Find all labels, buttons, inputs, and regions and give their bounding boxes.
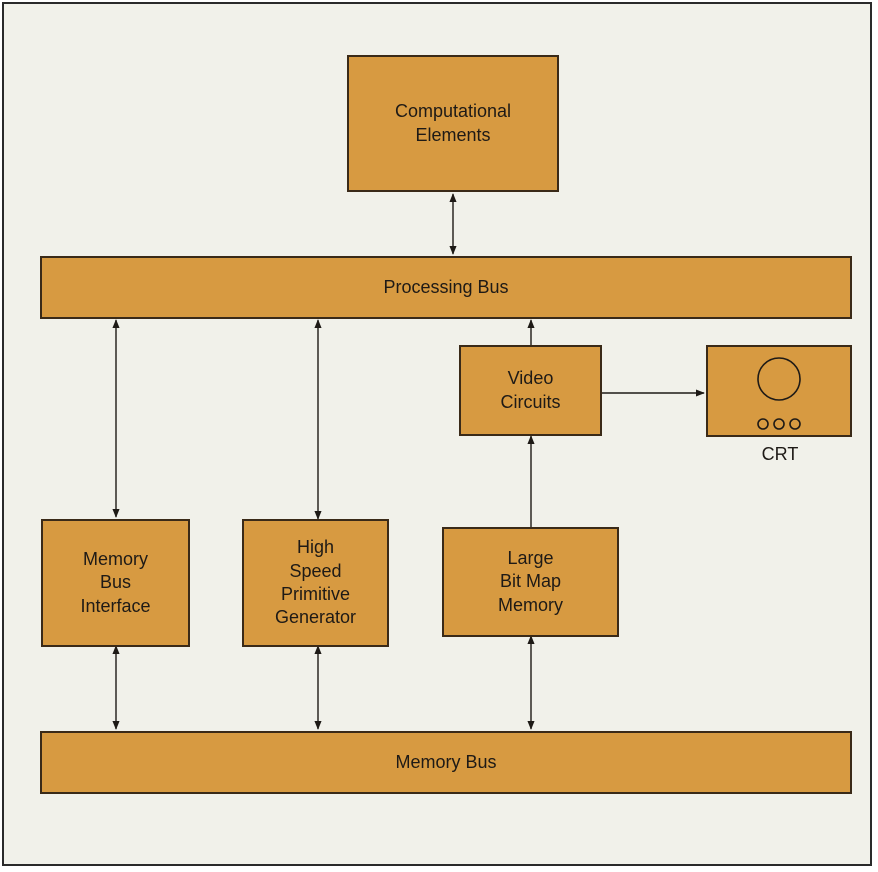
video-circuits-block: Video Circuits [459, 345, 602, 436]
primitive-generator-block: High Speed Primitive Generator [242, 519, 389, 647]
connection-lines [112, 193, 705, 730]
processing-bus-block: Processing Bus [40, 256, 852, 319]
computational-elements-label: Computational Elements [394, 101, 512, 145]
crt-label: CRT [761, 444, 799, 464]
memory-bus-interface-label: Memory Bus Interface [80, 548, 151, 616]
crt-block [706, 345, 852, 437]
memory-bus-block: Memory Bus [40, 731, 852, 794]
crt-screen-icon [757, 357, 801, 430]
video-circuits-label: Video Circuits [500, 368, 561, 412]
processing-bus-label: Processing Bus [383, 276, 509, 297]
memory-bus-interface-block: Memory Bus Interface [41, 519, 190, 647]
primitive-generator-label: High Speed Primitive Generator [274, 537, 357, 628]
bit-map-memory-label: Large Bit Map Memory [497, 547, 563, 615]
bit-map-memory-block: Large Bit Map Memory [442, 527, 619, 637]
memory-bus-label: Memory Bus [395, 751, 497, 772]
computational-elements-block: Computational Elements [347, 55, 559, 192]
